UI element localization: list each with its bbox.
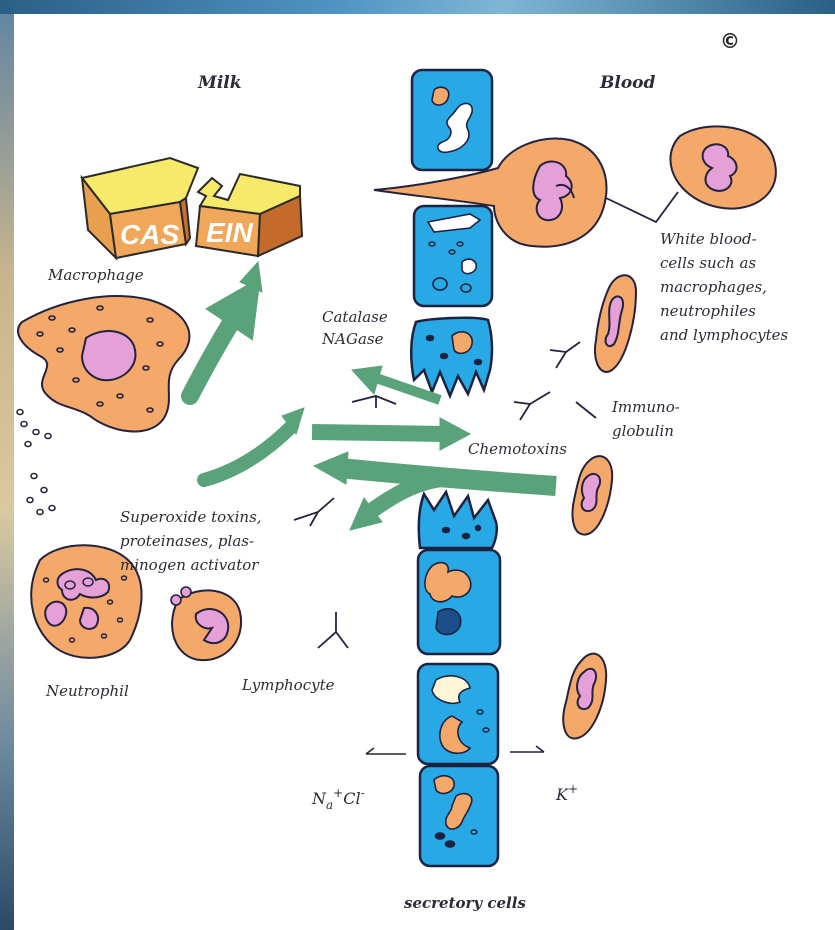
blood-cell-4 — [563, 654, 606, 739]
macrophage-label: Macrophage — [47, 266, 144, 284]
immunoglobulin-label-line1: Immuno- — [611, 398, 680, 416]
secretory-cells-label: secretory cells — [404, 894, 526, 912]
blood-cell-1 — [670, 126, 775, 208]
copyright-mark: © — [720, 29, 740, 53]
superoxide-label-line3: minogen activator — [120, 556, 259, 574]
blood-cells-pointer — [606, 192, 678, 222]
immunoglobulin-label-line2: globulin — [612, 422, 674, 440]
potassium-label: K+ — [555, 782, 578, 804]
blood-cell-2 — [595, 275, 636, 372]
casein-block: CAS EIN — [82, 158, 302, 258]
neutrophil-label: Neutrophil — [45, 682, 129, 700]
lymphocyte-label: Lymphocyte — [241, 676, 335, 694]
white-blood-label-line2: cells such as — [660, 254, 756, 272]
sodium-chloride-label: Na+Cl- — [311, 786, 365, 812]
nagase-label: NAGase — [321, 330, 384, 348]
casein-left-text: CAS — [120, 219, 179, 250]
catalase-label: Catalase — [322, 308, 388, 326]
blood-cell-3 — [573, 456, 613, 534]
macrophage-cell — [18, 296, 189, 431]
white-blood-label-line1: White blood- — [660, 230, 757, 248]
white-blood-label-line3: macrophages, — [660, 278, 767, 296]
superoxide-label-line2: proteinases, plas- — [120, 532, 254, 550]
lymphocyte-cell — [171, 587, 241, 660]
white-blood-label-line5: and lymphocytes — [660, 326, 789, 344]
white-blood-label-line4: neutrophiles — [660, 302, 756, 320]
superoxide-label-line1: Superoxide toxins, — [120, 508, 262, 526]
chemotoxins-label: Chemotoxins — [468, 440, 567, 458]
milk-label: Milk — [197, 73, 242, 93]
vesicles-left — [17, 410, 55, 515]
blood-label: Blood — [599, 73, 656, 93]
casein-right-text: EIN — [206, 217, 253, 248]
